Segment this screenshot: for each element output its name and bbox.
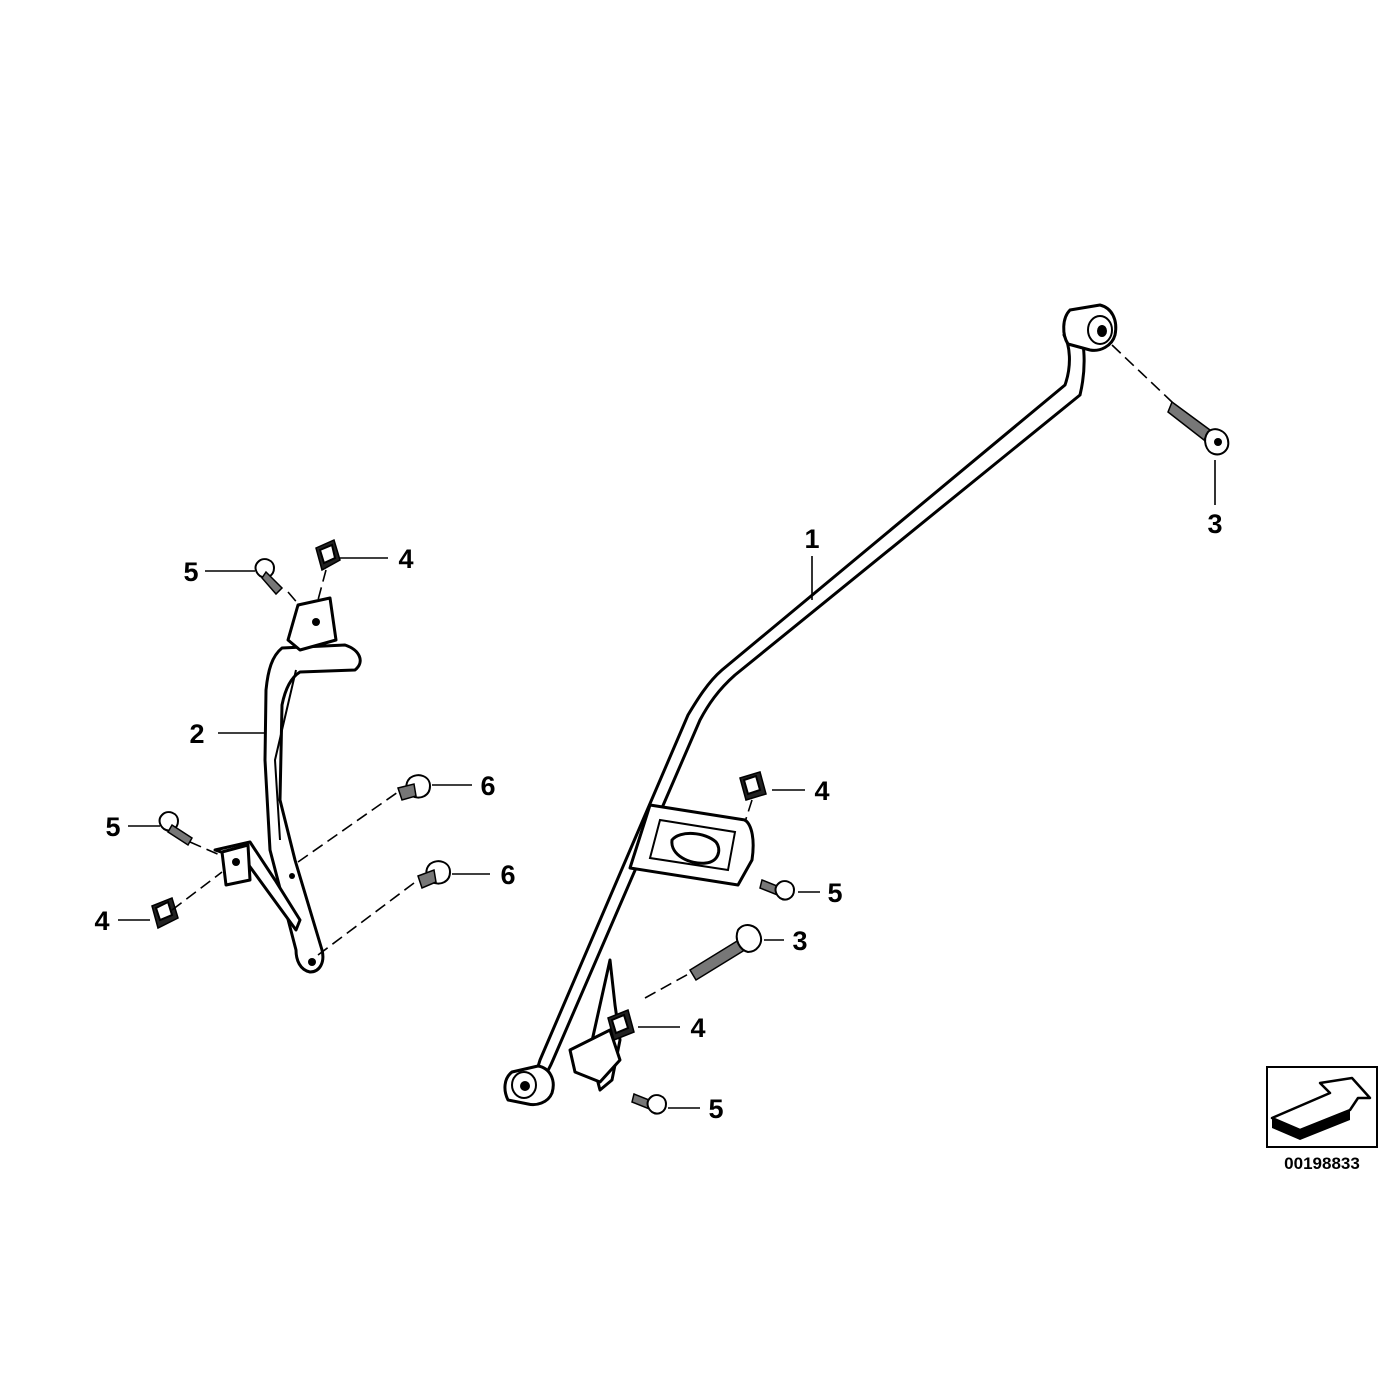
callout-4-left-top: 4 xyxy=(398,544,413,574)
bolt-3-mid xyxy=(688,924,762,982)
callout-4-right-bottom: 4 xyxy=(690,1013,705,1043)
callout-6-top: 6 xyxy=(480,771,495,801)
callout-4-right-top: 4 xyxy=(814,776,829,806)
callout-labels: 1 3 2 5 4 5 4 6 6 4 5 3 4 5 xyxy=(94,509,1222,1124)
clip-nut-4-right-bottom xyxy=(607,1008,635,1042)
screw-5-left-bottom xyxy=(158,811,194,847)
callout-3-top: 3 xyxy=(1207,509,1222,539)
part-2-bracket xyxy=(213,596,362,974)
alignment-lines xyxy=(171,344,1173,999)
callout-6-bottom: 6 xyxy=(500,860,515,890)
screw-6-top xyxy=(397,774,432,801)
callout-5-left-top: 5 xyxy=(183,557,198,587)
part-1-crash-bar xyxy=(503,303,1118,1107)
clip-nut-4-right-top xyxy=(739,771,767,801)
callout-5-right-mid: 5 xyxy=(827,878,842,908)
diagram-code: 00198833 xyxy=(1284,1154,1360,1173)
leader-lines xyxy=(118,460,1216,1109)
callout-5-right-bottom: 5 xyxy=(708,1094,723,1124)
callout-2: 2 xyxy=(189,719,204,749)
screw-5-right-bottom xyxy=(631,1092,668,1115)
clip-nut-4-left-top xyxy=(315,538,341,572)
orientation-indicator xyxy=(1266,1066,1378,1148)
callout-4-left-bottom: 4 xyxy=(94,906,109,936)
bolt-3-top xyxy=(1167,400,1230,456)
callout-5-left-bottom: 5 xyxy=(105,812,120,842)
screw-5-left-top xyxy=(254,558,284,596)
screw-5-right-mid xyxy=(759,878,796,901)
screw-6-bottom xyxy=(417,860,452,890)
callout-1: 1 xyxy=(804,524,819,554)
callout-3-mid: 3 xyxy=(792,926,807,956)
clip-nut-4-left-bottom xyxy=(151,896,179,930)
